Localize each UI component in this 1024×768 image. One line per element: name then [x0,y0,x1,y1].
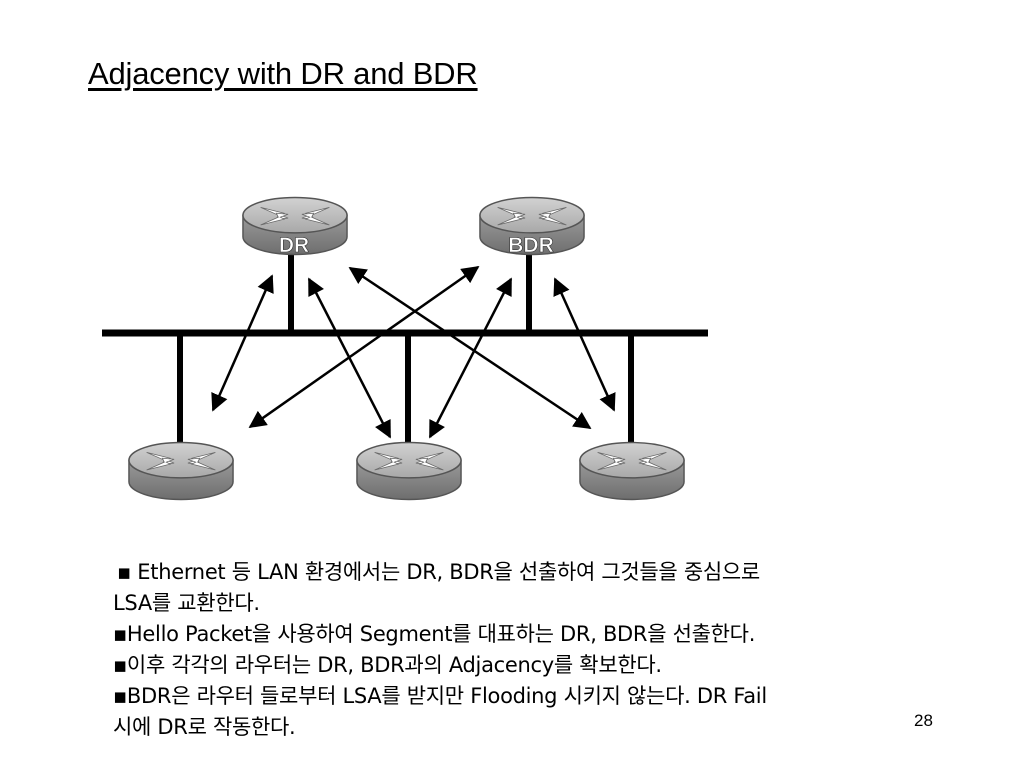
router-dr: DR [242,196,348,257]
bullet-4-line-1: ▪BDR은 라우터 들로부터 LSA를 받지만 Flooding 시키지 않는다… [113,684,767,708]
arrow-dr-r1 [211,274,274,412]
router-r3 [579,441,685,501]
arrow-dr-r3 [348,266,592,430]
drop-lines [177,255,634,448]
arrow-bdr-r3 [553,277,616,412]
router-r2 [356,441,462,501]
slide-title: Adjacency with DR and BDR [88,56,478,91]
bullet-2: ▪Hello Packet을 사용하여 Segment를 대표하는 DR, BD… [113,622,756,646]
arrow-bdr-r1 [248,265,480,429]
arrow-bdr-r2 [428,277,513,439]
bullet-1-line-2: LSA를 교환한다. [113,591,260,615]
bullet-1-line-1: ▪ Ethernet 등 LAN 환경에서는 DR, BDR을 선출하여 그것들… [117,560,760,584]
bullet-list: ▪ Ethernet 등 LAN 환경에서는 DR, BDR을 선출하여 그것들… [113,557,973,743]
router-bdr: BDR [479,196,585,257]
bullet-3: ▪이후 각각의 라우터는 DR, BDR과의 Adjacency를 확보한다. [113,653,662,677]
bullet-4-line-2: 시에 DR로 작동한다. [113,715,296,739]
router-r1 [128,441,234,501]
page-number: 28 [914,711,933,730]
router-dr-label: DR [279,234,309,257]
router-bdr-label: BDR [508,234,554,257]
adjacency-arrows [211,265,616,439]
